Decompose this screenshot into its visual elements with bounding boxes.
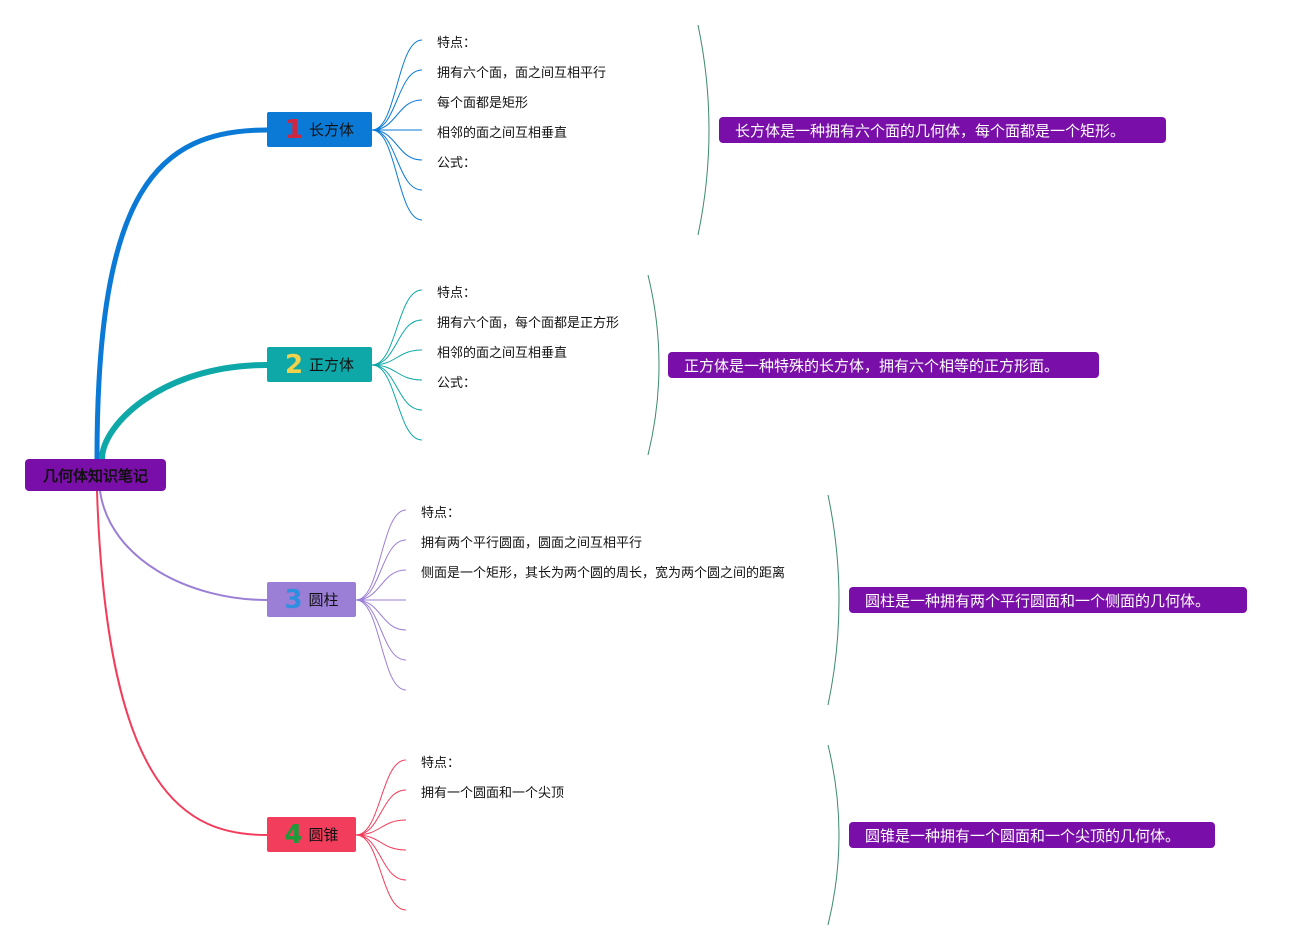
branch-title: 圆柱 [308, 591, 339, 609]
branch-connector [99, 490, 268, 601]
leaf-connector [371, 364, 423, 381]
number-badge-icon: 4 [284, 819, 303, 850]
leaf-connector [355, 569, 407, 601]
leaf-item[interactable]: 特点： [437, 286, 477, 301]
branch-connector [96, 490, 268, 836]
leaf-connector [355, 834, 407, 911]
leaf-connector [371, 289, 423, 366]
root-title: 几何体知识笔记 [42, 466, 148, 485]
leaf-connector [371, 129, 423, 191]
branch-node-cube[interactable]: 2 正方体 [267, 347, 372, 382]
leaf-item[interactable]: 特点： [421, 506, 461, 521]
leaf-connector [355, 599, 407, 631]
leaf-connector [371, 69, 423, 131]
leaf-item[interactable]: 拥有六个面，面之间互相平行 [437, 66, 607, 81]
summary-bracket [827, 744, 840, 926]
leaf-item[interactable]: 特点： [421, 756, 461, 771]
leaf-item[interactable]: 拥有两个平行圆面，圆面之间互相平行 [421, 536, 643, 551]
leaf-item[interactable]: 每个面都是矩形 [437, 96, 529, 111]
number-badge-icon: 2 [284, 349, 304, 380]
leaf-connector [355, 759, 407, 836]
branch-connector [99, 362, 268, 460]
root-node[interactable]: 几何体知识笔记 [25, 459, 166, 491]
branch-title: 长方体 [309, 121, 355, 139]
branch-title: 圆锥 [308, 826, 339, 844]
leaf-connector [355, 509, 407, 601]
summary-node[interactable]: 长方体是一种拥有六个面的几何体，每个面都是一个矩形。 [719, 117, 1166, 143]
branch-node-cuboid[interactable]: 1 长方体 [267, 112, 372, 147]
leaf-item[interactable]: 公式： [437, 376, 477, 391]
leaf-item[interactable]: 拥有一个圆面和一个尖顶 [421, 786, 565, 801]
branch-connector [94, 127, 268, 460]
leaf-connector [355, 819, 407, 836]
leaf-item[interactable]: 拥有六个面，每个面都是正方形 [437, 316, 620, 331]
leaf-connector [371, 364, 423, 441]
leaf-connector [355, 599, 407, 691]
branch-node-cylinder[interactable]: 3 圆柱 [267, 582, 356, 617]
summary-bracket [827, 494, 840, 706]
summary-node[interactable]: 圆锥是一种拥有一个圆面和一个尖顶的几何体。 [849, 822, 1215, 848]
branch-title: 正方体 [309, 356, 355, 374]
leaf-item[interactable]: 相邻的面之间互相垂直 [437, 346, 568, 361]
leaf-connector [355, 834, 407, 881]
number-badge-icon: 3 [284, 584, 303, 615]
leaf-connector [371, 349, 423, 366]
leaf-item[interactable]: 公式： [437, 156, 477, 171]
leaf-connector [355, 539, 407, 601]
branch-node-cone[interactable]: 4 圆锥 [267, 817, 356, 852]
leaf-connector [371, 129, 423, 161]
summary-node[interactable]: 圆柱是一种拥有两个平行圆面和一个侧面的几何体。 [849, 587, 1247, 613]
leaf-connector [355, 834, 407, 851]
leaf-connector [371, 319, 423, 366]
leaf-connector [371, 364, 423, 411]
summary-node[interactable]: 正方体是一种特殊的长方体，拥有六个相等的正方形面。 [668, 352, 1099, 378]
leaf-connector [371, 129, 423, 221]
leaf-item[interactable]: 侧面是一个矩形，其长为两个圆的周长，宽为两个圆之间的距离 [421, 566, 786, 581]
summary-bracket [697, 24, 710, 236]
leaf-item[interactable]: 相邻的面之间互相垂直 [437, 126, 568, 141]
number-badge-icon: 1 [284, 114, 304, 145]
leaf-connector [355, 789, 407, 836]
leaf-connector [355, 599, 407, 661]
summary-bracket [647, 274, 660, 456]
leaf-connector [371, 39, 423, 131]
leaf-connector [371, 99, 423, 131]
leaf-item[interactable]: 特点： [437, 36, 477, 51]
